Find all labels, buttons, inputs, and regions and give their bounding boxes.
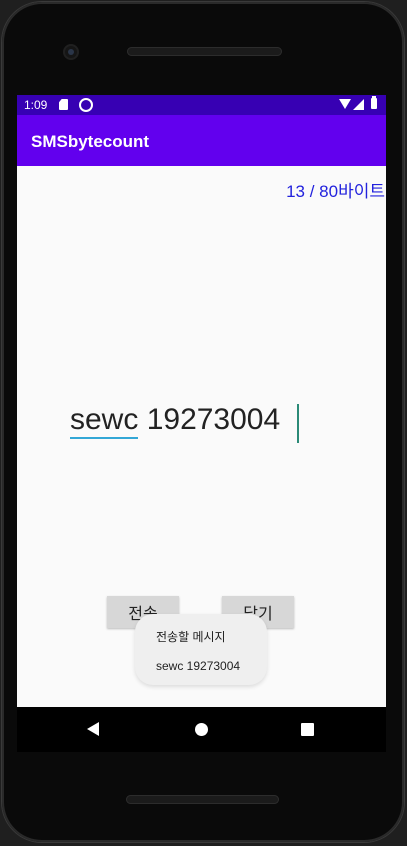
app-title: SMSbytecount	[31, 132, 150, 151]
bottom-speaker	[126, 795, 279, 804]
text-cursor	[297, 404, 299, 443]
recent-apps-icon[interactable]	[301, 723, 314, 736]
navigation-bar	[17, 707, 386, 752]
back-icon[interactable]	[87, 722, 99, 736]
status-bar: 1:09	[17, 95, 386, 115]
signal-icon	[353, 99, 364, 110]
sd-card-icon	[59, 99, 68, 110]
wifi-icon	[339, 99, 351, 109]
earpiece-speaker	[127, 47, 282, 56]
app-bar: SMSbytecount	[17, 115, 386, 166]
home-icon[interactable]	[195, 723, 208, 736]
message-text-rest: 19273004	[138, 403, 281, 436]
app-screen: 1:09 SMSbytecount 13 / 80바이트 sewc 192730…	[17, 95, 386, 707]
toast-title: 전송할 메시지	[156, 630, 226, 644]
sync-icon	[79, 98, 93, 112]
front-camera	[63, 44, 79, 60]
message-input[interactable]: sewc 19273004	[70, 403, 281, 439]
battery-icon	[371, 96, 377, 109]
status-time: 1:09	[24, 98, 48, 112]
toast-message: 전송할 메시지 sewc 19273004	[135, 614, 267, 685]
message-word-underlined: sewc	[70, 403, 139, 439]
byte-count-label: 13 / 80바이트	[286, 182, 385, 201]
toast-text: sewc 19273004	[156, 659, 241, 673]
